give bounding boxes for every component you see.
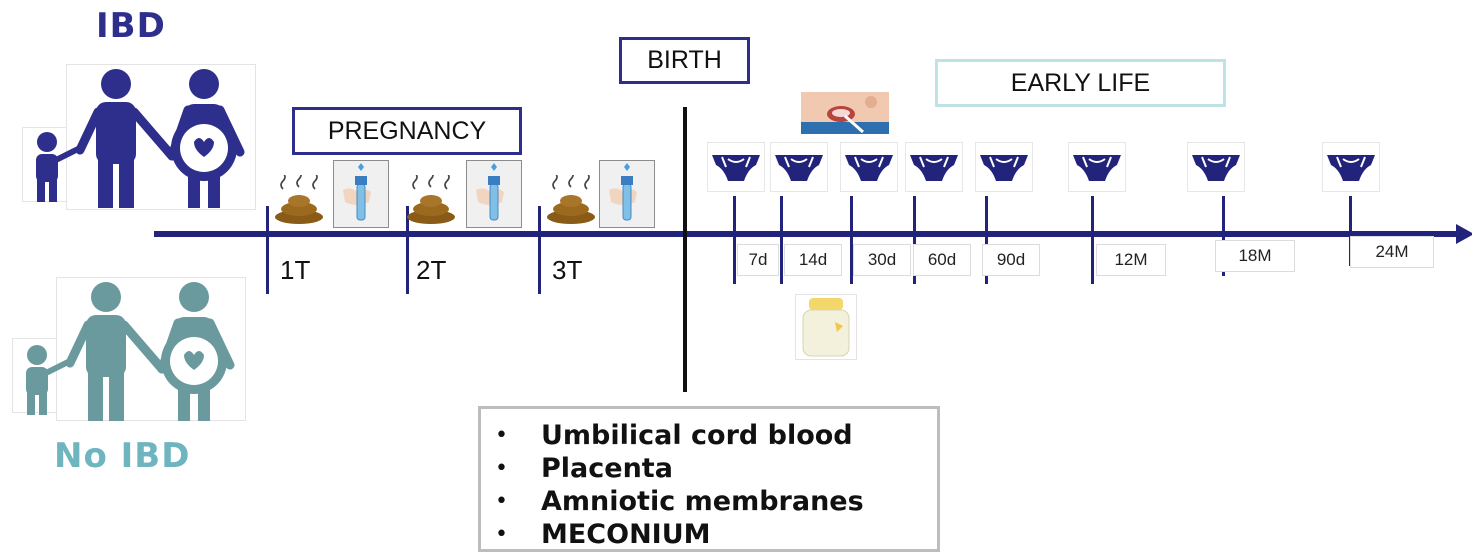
ibd-family-icon — [22, 64, 258, 210]
timepoint-14d-label: 14d — [784, 244, 842, 276]
timepoint-7d-tick — [733, 196, 736, 284]
trimester-3-tick — [538, 206, 541, 294]
baby-oral-swab-photo — [801, 92, 889, 134]
ibd-group-label: IBD — [96, 6, 166, 46]
stool-icon — [545, 175, 597, 225]
timepoint-30d-label: 30d — [853, 244, 911, 276]
timepoint-7d-label: 7d — [737, 244, 779, 276]
birth-divider-line — [683, 107, 687, 392]
timepoint-18m-label: 18M — [1215, 240, 1295, 272]
timepoint-14d-tick — [780, 196, 783, 284]
timepoint-90d-label: 90d — [982, 244, 1040, 276]
stool-icon — [273, 175, 325, 225]
trimester-1-label: 1T — [280, 255, 310, 286]
diaper-icon — [707, 142, 765, 192]
sample-collection-tube-icon — [466, 160, 522, 228]
diaper-icon — [975, 142, 1033, 192]
sample-collection-tube-icon — [333, 160, 389, 228]
diaper-icon — [1068, 142, 1126, 192]
no-ibd-group-label: No IBD — [54, 436, 190, 476]
birth-samples-list: Umbilical cord blood Placenta Amniotic m… — [478, 406, 940, 552]
trimester-3-label: 3T — [552, 255, 582, 286]
stool-icon — [405, 175, 457, 225]
birth-label: BIRTH — [619, 37, 750, 84]
list-item: Amniotic membranes — [481, 485, 937, 518]
no-ibd-family-icon — [12, 277, 248, 423]
trimester-2-label: 2T — [416, 255, 446, 286]
sample-collection-tube-icon — [599, 160, 655, 228]
list-item: Placenta — [481, 452, 937, 485]
diaper-icon — [770, 142, 828, 192]
trimester-1-tick — [266, 206, 269, 294]
timeline-arrowhead-icon — [1456, 224, 1472, 244]
diaper-icon — [1322, 142, 1380, 192]
diaper-icon — [840, 142, 898, 192]
list-item: Umbilical cord blood — [481, 419, 937, 452]
timepoint-12m-label: 12M — [1096, 244, 1166, 276]
timepoint-12m-tick — [1091, 196, 1094, 284]
timepoint-60d-label: 60d — [913, 244, 971, 276]
pregnancy-label: PREGNANCY — [292, 107, 522, 155]
diaper-icon — [1187, 142, 1245, 192]
breast-milk-bottle-icon — [795, 294, 857, 360]
timepoint-24m-label: 24M — [1350, 236, 1434, 268]
early-life-label: EARLY LIFE — [935, 59, 1226, 107]
list-item: MECONIUM — [481, 518, 937, 551]
diaper-icon — [905, 142, 963, 192]
timeline-axis — [154, 231, 1460, 237]
